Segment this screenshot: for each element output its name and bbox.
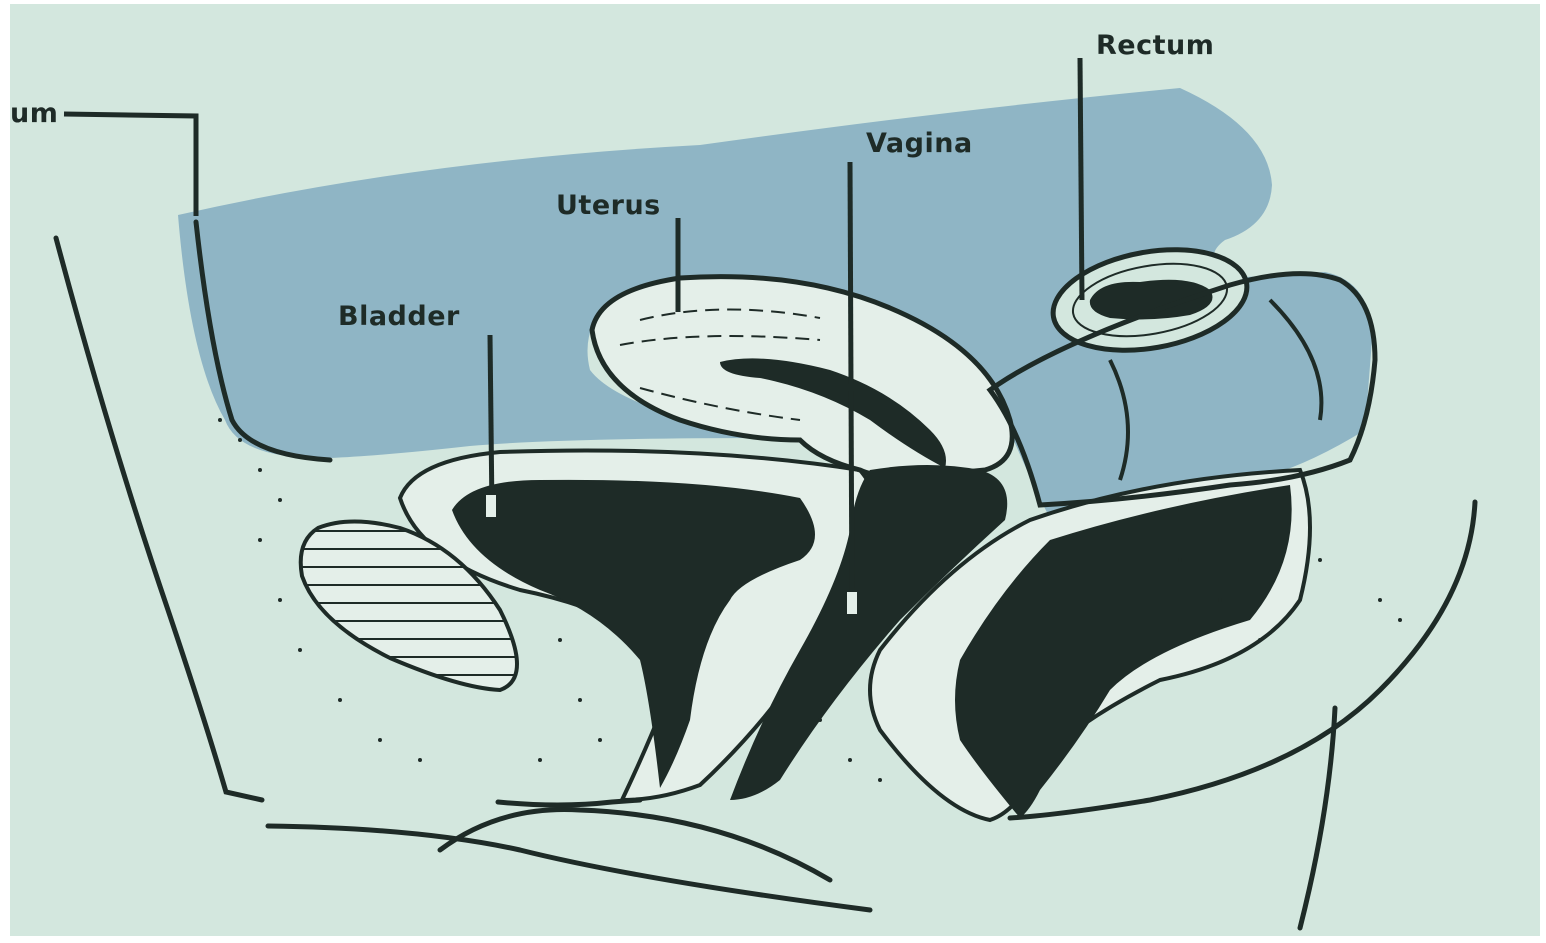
label-rectum: Rectum bbox=[1096, 30, 1214, 61]
bladder-leader-tip bbox=[486, 495, 496, 517]
label-vagina: Vagina bbox=[866, 128, 973, 159]
label-uterus: Uterus bbox=[556, 190, 661, 221]
label-bladder: Bladder bbox=[338, 301, 460, 332]
label-cut-off: um bbox=[10, 98, 58, 129]
leader-vagina bbox=[850, 162, 852, 612]
vagina-leader-tip bbox=[847, 592, 857, 614]
leader-bladder bbox=[490, 335, 492, 512]
leader-rectum bbox=[1080, 58, 1082, 300]
